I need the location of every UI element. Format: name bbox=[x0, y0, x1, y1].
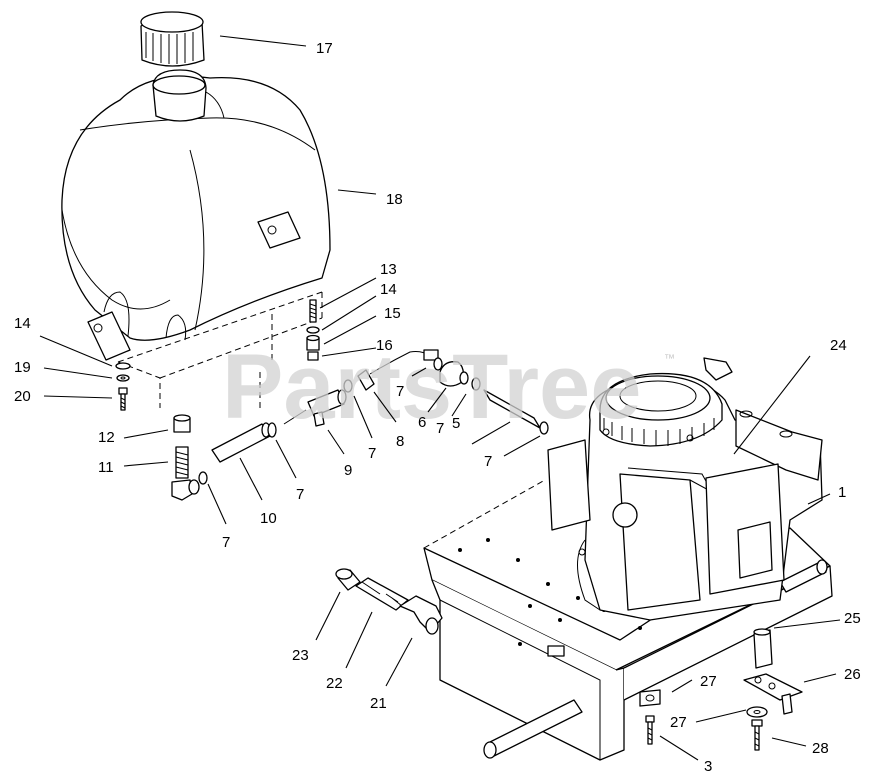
callout-28[interactable]: 28 bbox=[812, 740, 829, 757]
spacer-tube-25[interactable] bbox=[753, 628, 773, 669]
leader-lines bbox=[39, 35, 841, 761]
callout-25[interactable]: 25 bbox=[844, 610, 861, 627]
callout-22[interactable]: 22 bbox=[326, 675, 343, 692]
coupling-23[interactable] bbox=[335, 568, 361, 591]
callout-11[interactable]: 11 bbox=[98, 459, 114, 476]
callout-20[interactable]: 20 bbox=[14, 388, 31, 405]
bolt-28[interactable] bbox=[751, 719, 763, 751]
callout-7-f[interactable]: 7 bbox=[484, 453, 492, 470]
callout-16[interactable]: 16 bbox=[376, 337, 393, 354]
hose-clamp-7-f[interactable] bbox=[539, 421, 549, 435]
tee-fitting-9[interactable] bbox=[283, 389, 347, 427]
callout-12[interactable]: 12 bbox=[98, 429, 115, 446]
callout-7-c[interactable]: 7 bbox=[368, 445, 376, 462]
callout-17[interactable]: 17 bbox=[316, 40, 333, 57]
callout-14-left[interactable]: 14 bbox=[14, 315, 31, 332]
connector-fitting[interactable] bbox=[423, 349, 439, 361]
callout-23[interactable]: 23 bbox=[292, 647, 309, 664]
callout-3[interactable]: 3 bbox=[704, 758, 712, 775]
bushing-12[interactable] bbox=[173, 414, 191, 433]
inline-fuel-filter-6[interactable] bbox=[439, 361, 469, 387]
callout-26[interactable]: 26 bbox=[844, 666, 861, 683]
callout-15[interactable]: 15 bbox=[384, 305, 401, 322]
callout-labels: 17 18 13 14 15 16 14 19 20 12 11 7 10 7 … bbox=[14, 40, 861, 775]
hose-clamp-7-d[interactable] bbox=[433, 357, 443, 371]
svg-text:PartsTree: PartsTree bbox=[222, 336, 641, 438]
frame-tube-front[interactable] bbox=[483, 699, 583, 759]
fuel-tank-part[interactable] bbox=[61, 69, 331, 341]
elbow-21[interactable] bbox=[399, 595, 443, 635]
pipe-nipple-22[interactable] bbox=[355, 577, 409, 611]
fuel-cap-part[interactable] bbox=[140, 11, 205, 67]
washer-27-right[interactable] bbox=[746, 706, 768, 718]
hose-clamp-7-b[interactable] bbox=[267, 422, 277, 438]
fuel-filter-screen-11[interactable] bbox=[175, 446, 189, 479]
callout-14-right[interactable]: 14 bbox=[380, 281, 397, 298]
elbow-fitting[interactable] bbox=[171, 479, 200, 501]
callout-7-a[interactable]: 7 bbox=[222, 534, 230, 551]
callout-27-a[interactable]: 27 bbox=[700, 673, 717, 690]
callout-10[interactable]: 10 bbox=[260, 510, 277, 527]
lock-washer-19[interactable] bbox=[116, 374, 130, 382]
callout-9[interactable]: 9 bbox=[344, 462, 352, 479]
washer-14-left[interactable] bbox=[115, 362, 131, 370]
callout-6[interactable]: 6 bbox=[418, 414, 426, 431]
callout-13[interactable]: 13 bbox=[380, 261, 397, 278]
tank-mounting-bracket bbox=[87, 291, 323, 410]
svg-text:™: ™ bbox=[664, 353, 675, 365]
callout-21[interactable]: 21 bbox=[370, 695, 387, 712]
callout-5[interactable]: 5 bbox=[452, 415, 460, 432]
callout-7-d[interactable]: 7 bbox=[396, 383, 404, 400]
washer-27-left[interactable] bbox=[639, 689, 661, 707]
hose-clamp-7-e[interactable] bbox=[471, 377, 481, 391]
callout-1[interactable]: 1 bbox=[838, 484, 846, 501]
washer-14-right[interactable] bbox=[306, 326, 320, 334]
partstree-watermark: PartsTree ™ bbox=[222, 336, 675, 438]
hose-clamp-7-c[interactable] bbox=[343, 379, 353, 393]
screw-20[interactable] bbox=[118, 387, 128, 411]
nut-16[interactable] bbox=[307, 351, 319, 361]
callout-7-b[interactable]: 7 bbox=[296, 486, 304, 503]
callout-18[interactable]: 18 bbox=[386, 191, 403, 208]
frame-stub bbox=[547, 645, 565, 657]
callout-7-e[interactable]: 7 bbox=[436, 420, 444, 437]
bolt-3[interactable] bbox=[645, 715, 655, 745]
stud-13[interactable] bbox=[309, 299, 317, 323]
callout-19[interactable]: 19 bbox=[14, 359, 31, 376]
frame-tube-rear[interactable] bbox=[779, 559, 828, 593]
spacer-15[interactable] bbox=[306, 334, 320, 351]
bracket-plate-26[interactable] bbox=[743, 673, 803, 715]
callout-27-b[interactable]: 27 bbox=[670, 714, 687, 731]
callout-24[interactable]: 24 bbox=[830, 337, 847, 354]
engine-assembly-1[interactable] bbox=[547, 357, 823, 621]
callout-8[interactable]: 8 bbox=[396, 433, 404, 450]
hose-clamp-7-a[interactable] bbox=[198, 471, 208, 485]
